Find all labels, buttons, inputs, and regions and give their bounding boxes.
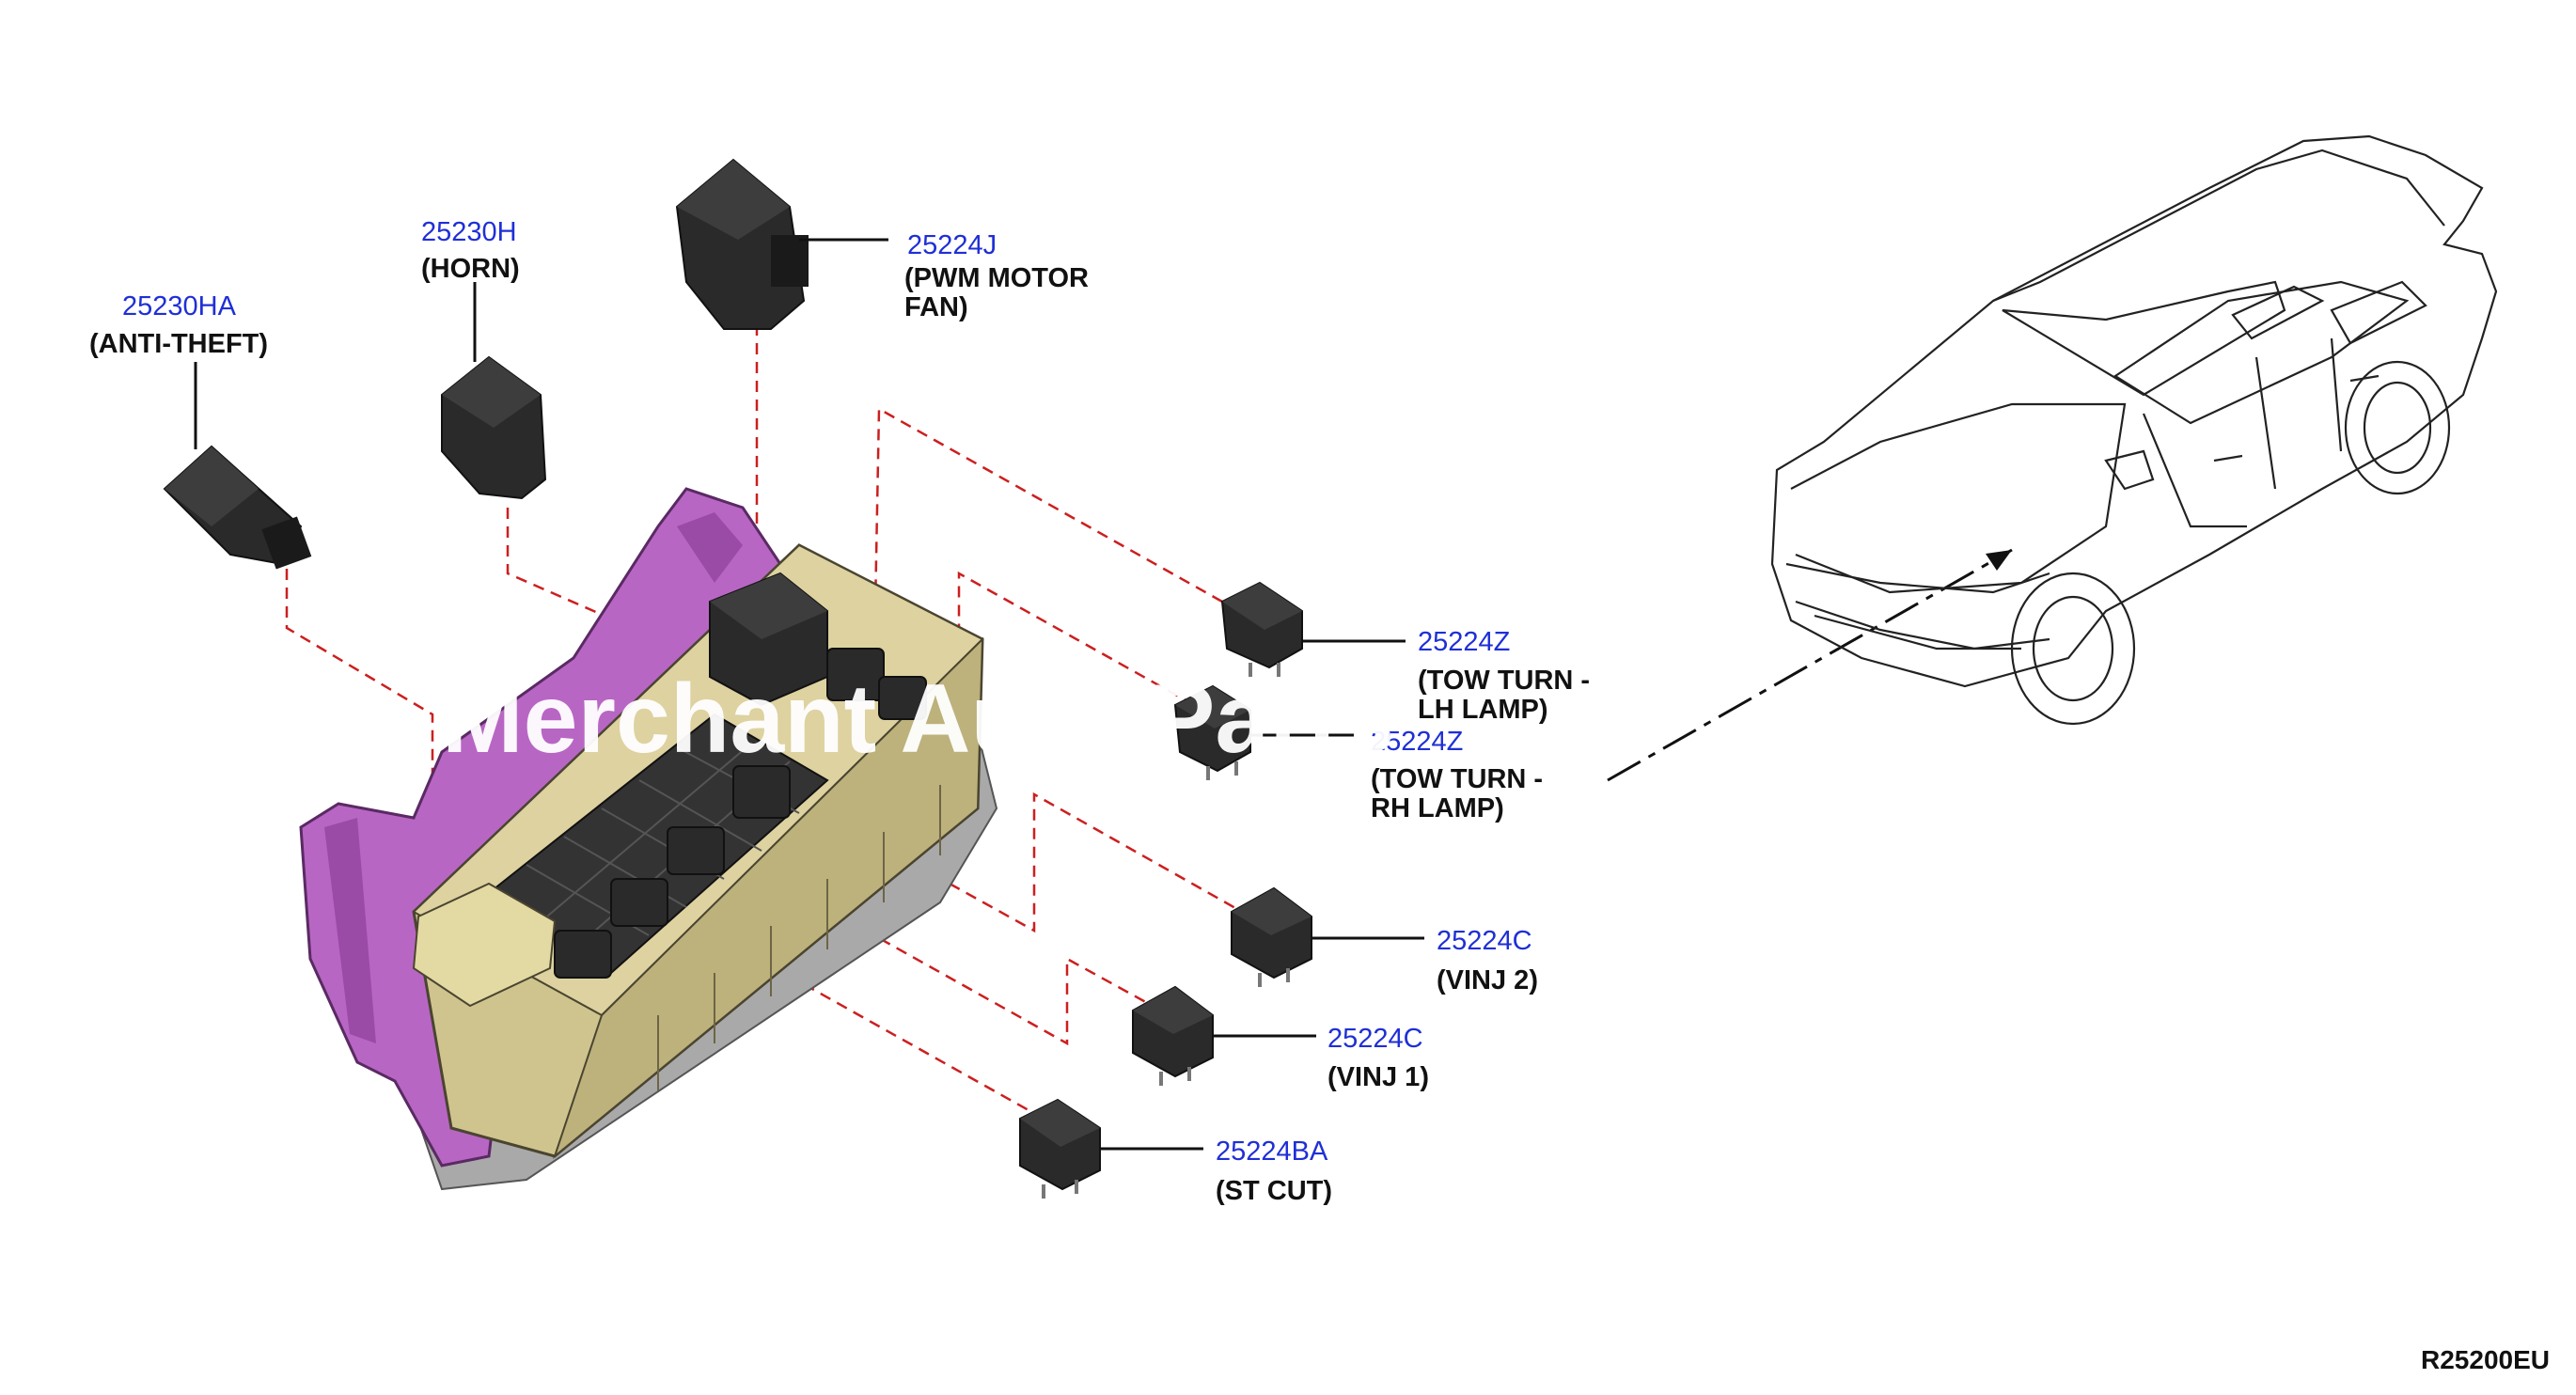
part-desc-st-cut: (ST CUT): [1216, 1176, 1332, 1206]
relay-tow-rh[interactable]: [1173, 684, 1251, 780]
part-desc-vinj2: (VINJ 2): [1437, 965, 1538, 995]
part-number-horn: 25230H: [421, 217, 517, 247]
part-desc-pwm-fan-1: (PWM MOTOR: [904, 263, 1089, 293]
part-desc-tow-lh-2: LH LAMP): [1418, 695, 1548, 725]
part-desc-tow-rh-2: RH LAMP): [1371, 793, 1504, 823]
callout-horn: 25230H (HORN): [421, 217, 520, 284]
part-desc-pwm-fan-2: FAN): [904, 292, 968, 322]
relay-horn[interactable]: [441, 355, 547, 500]
callout-pwm-fan: 25224J (PWM MOTOR FAN): [904, 230, 1089, 322]
part-number-st-cut: 25224BA: [1216, 1136, 1328, 1167]
callout-st-cut: 25224BA (ST CUT): [1216, 1136, 1332, 1206]
part-desc-vinj1: (VINJ 1): [1327, 1062, 1429, 1092]
callout-vinj1: 25224C (VINJ 1): [1327, 1024, 1429, 1092]
callout-anti-theft: 25230HA (ANTI-THEFT): [89, 291, 268, 359]
relay-tow-lh[interactable]: [1220, 581, 1303, 677]
part-number-pwm-fan: 25224J: [907, 230, 997, 260]
leader-lines: [194, 238, 1424, 1151]
relay-anti-theft[interactable]: [163, 445, 312, 570]
watermark: Merchant Auto Parts: [442, 665, 1394, 774]
part-number-vinj2: 25224C: [1437, 926, 1532, 956]
callout-vinj2: 25224C (VINJ 2): [1437, 926, 1538, 995]
relay-vinj1[interactable]: [1132, 985, 1214, 1086]
part-number-vinj1: 25224C: [1327, 1024, 1423, 1054]
callout-tow-rh: 25224Z (TOW TURN - RH LAMP): [1371, 727, 1543, 823]
part-desc-anti-theft: (ANTI-THEFT): [89, 329, 268, 359]
pointer-arrow-icon: [1986, 550, 2012, 571]
diagram-reference-code: R25200EU: [2421, 1345, 2550, 1374]
part-desc-horn: (HORN): [421, 254, 520, 284]
part-number-anti-theft: 25230HA: [122, 291, 237, 321]
part-number-tow-lh: 25224Z: [1418, 627, 1510, 657]
part-desc-tow-lh-1: (TOW TURN -: [1418, 666, 1590, 696]
callout-tow-lh: 25224Z (TOW TURN - LH LAMP): [1418, 627, 1590, 725]
part-desc-tow-rh-1: (TOW TURN -: [1371, 764, 1543, 794]
relay-st-cut[interactable]: [1019, 1098, 1101, 1199]
relay-pwm-fan[interactable]: [675, 158, 809, 330]
fuse-box-assembly: [299, 487, 998, 1191]
vehicle-locator-drawing: [1607, 134, 2498, 782]
relay-vinj2[interactable]: [1231, 886, 1312, 987]
part-number-tow-rh: 25224Z: [1371, 727, 1463, 757]
